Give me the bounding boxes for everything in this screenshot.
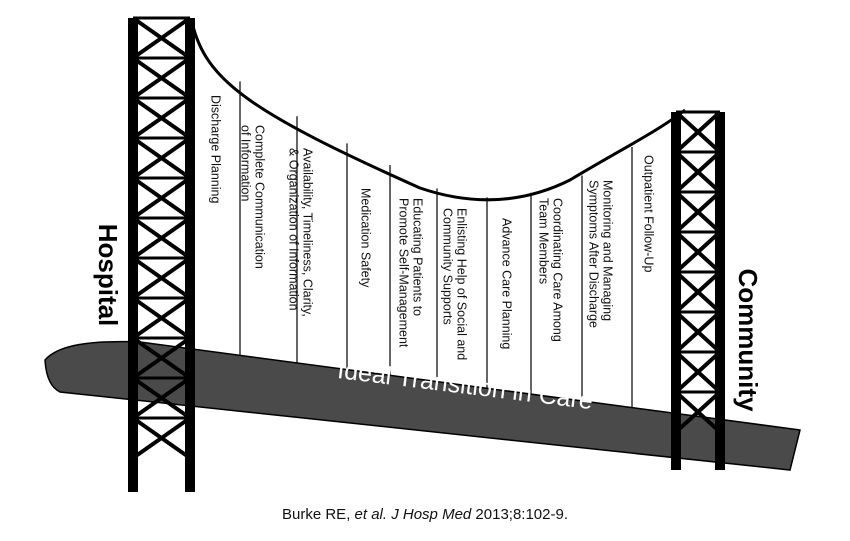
community-tower-brace [674, 270, 722, 314]
step-label: Educating Patients to [411, 198, 425, 316]
community-tower-brace [674, 190, 722, 234]
hospital-tower-brace [131, 136, 192, 180]
step-label: Availability, Timeliness, Clarity, [301, 148, 315, 317]
hospital-tower-brace [131, 376, 192, 420]
community-tower-brace [674, 350, 722, 394]
suspension-cable [190, 21, 686, 202]
citation-rest: 2013;8:102-9. [471, 506, 568, 523]
hospital-tower [128, 16, 195, 492]
step-label: Outpatient Follow-Up [642, 155, 656, 272]
step-label: Complete Communication [253, 125, 267, 269]
step-label: Coordinating Care Among [551, 198, 565, 342]
step-label: Advance Care Planning [500, 218, 514, 349]
step-labels: Discharge Planning Complete Communication… [209, 95, 656, 360]
community-tower-post-left [671, 112, 681, 470]
hanger-lines [239, 81, 633, 408]
step-label: Team Members [537, 198, 551, 284]
hospital-tower-brace [131, 96, 192, 140]
community-tower [671, 110, 725, 470]
step-label: Medication Safety [359, 188, 373, 288]
community-tower-brace [674, 110, 722, 154]
step-label: Promote Self-Management [397, 198, 411, 348]
step-label: Discharge Planning [209, 95, 223, 203]
community-tower-post-right [715, 112, 725, 470]
hospital-tower-brace [131, 256, 192, 300]
hospital-label: Hospital [93, 224, 123, 327]
community-tower-brace [674, 150, 722, 194]
hospital-tower-brace [131, 176, 192, 220]
hospital-tower-post-right [185, 18, 195, 492]
hospital-tower-brace [131, 16, 192, 60]
community-tower-brace [674, 390, 722, 434]
community-label: Community [733, 269, 763, 413]
step-label: Community Supports [441, 208, 455, 325]
hospital-tower-brace [131, 216, 192, 260]
community-tower-brace [674, 230, 722, 274]
hospital-tower-brace [131, 56, 192, 100]
step-label: Enlisting Help of Social and [455, 208, 469, 360]
citation-etal-journal: et al. J Hosp Med [354, 506, 472, 523]
hospital-tower-brace [131, 416, 192, 460]
hospital-tower-post-left [128, 18, 138, 492]
step-label: Symptoms After Discharge [587, 180, 601, 328]
hospital-tower-brace [131, 296, 192, 340]
citation: Burke RE, et al. J Hosp Med 2013;8:102-9… [0, 506, 850, 523]
step-label: Monitoring and Managing [601, 180, 615, 321]
citation-authors: Burke RE, [282, 506, 355, 523]
community-tower-brace [674, 310, 722, 354]
hospital-tower-brace [131, 336, 192, 380]
step-label: & Organization of Information [287, 148, 301, 311]
step-label: of Information [239, 125, 253, 201]
